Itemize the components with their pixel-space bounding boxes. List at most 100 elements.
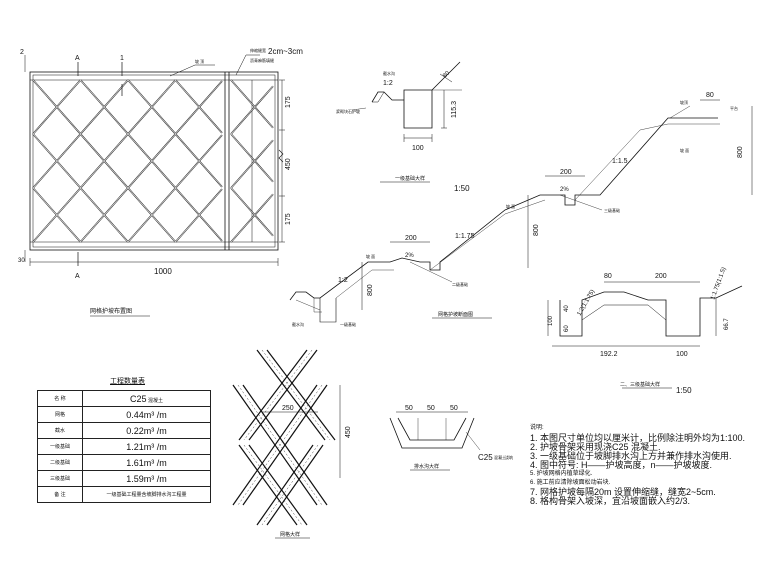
drain-label: C25 [478, 453, 493, 462]
table-cell-suffix: 混凝土 [146, 397, 163, 404]
base23-detail [547, 281, 743, 389]
lattice-beam [175, 79, 223, 134]
lattice-beam [230, 79, 274, 128]
table-cell-value-text: 1.59m³ /m [126, 473, 167, 484]
table-cell-value: C25 混凝土 [82, 390, 211, 407]
drain-label-sub2: 浇筑 [505, 454, 513, 460]
table-row: 三级基础 1.59m³ /m [37, 470, 211, 487]
detail1-label-slope: 浆砌块石护坡 [336, 108, 360, 114]
plan-dim-2: 2 [20, 49, 24, 56]
d23-dim-66: 66.7 [724, 318, 730, 330]
table-row: 二级基础 1.61m³ /m [37, 454, 211, 471]
quantity-table-title: 工程数量表 [110, 378, 145, 385]
section-pct1: 2% [405, 253, 414, 259]
table-cell-key: 名 称 [37, 390, 83, 407]
section-label-base3: 三级基础 [604, 207, 620, 213]
detail1-scale: 1:50 [454, 184, 470, 193]
drain-label-sub: 混凝土 [494, 454, 506, 460]
table-cell-value-text: 0.22m³ /m [126, 425, 167, 436]
table-cell-value: 0.44m³ /m [82, 406, 211, 423]
lattice-beam [80, 80, 223, 243]
table-row: 网格 0.44m³ /m [37, 406, 211, 423]
note-item: 6. 施工前应清除坡面松动岩块. [530, 480, 611, 486]
table-row: 截水 0.22m³ /m [37, 422, 211, 439]
note-item: 2. 护坡骨架采用现浇C25 混凝土. [530, 442, 661, 452]
plan-mark-1: 1 [120, 55, 124, 62]
plan-callout-gap: 2cm~3cm [268, 47, 303, 56]
grid-beam [248, 349, 318, 441]
section-berm2: 200 [560, 169, 572, 176]
grid-beam [266, 349, 336, 441]
section-label-platform: 平台 [730, 105, 738, 111]
table-cell-key: 截水 [37, 422, 83, 439]
lattice-beam [127, 79, 223, 188]
plan-callout-gap-sub: 沥青麻筋填缝 [250, 57, 274, 63]
plan-view [24, 54, 285, 317]
d23-dim-40: 40 [564, 305, 570, 312]
grid-centerline [237, 384, 323, 506]
table-cell-key: 二级基础 [37, 454, 83, 471]
plan-mark-a-bottom: A [75, 273, 80, 280]
grid-centerline [261, 349, 331, 441]
notes-block: 说明: 1. 本图尺寸单位均以厘米计，比例除注明外均为1:100.2. 护坡骨架… [530, 422, 745, 506]
note-item: 4. 图中符号: H——护坡高度，n——护坡坡度. [530, 460, 713, 470]
lattice-beam [230, 86, 274, 135]
table-cell-value: 1.61m³ /m [82, 454, 211, 471]
drain-dim-50a: 50 [405, 405, 413, 412]
d23-ratio-left: 1:2(1:1.75) [577, 289, 597, 317]
grid-beam [242, 384, 328, 506]
d23-dim-100b: 100 [676, 351, 688, 358]
plan-dim-h3: 175 [285, 213, 292, 225]
table-cell-value-text: C25 [130, 393, 147, 404]
table-cell-value: 0.22m³ /m [82, 422, 211, 439]
section-label-ditch: 截水沟 [292, 321, 304, 327]
detail1-dim-side: 115.3 [451, 101, 458, 118]
plan-dim-width: 1000 [154, 267, 172, 276]
section-label-base1: 一级基础 [340, 321, 356, 327]
grid-centerline [261, 444, 319, 526]
table-cell-value-text: 1.61m³ /m [126, 457, 167, 468]
grid-beam [238, 444, 298, 526]
table-cell-value: 一级基础工程量含坡脚排水沟工程量 [82, 486, 211, 503]
section-ratio2: 1:1.75 [455, 233, 475, 240]
drain-dim-50b: 50 [427, 405, 435, 412]
grid-beam [248, 444, 308, 526]
lattice-beam [230, 133, 274, 182]
note-item: 8. 格构骨架入坡深，宜沿坡面嵌入约2/3. [530, 496, 691, 506]
table-cell-value: 1.21m³ /m [82, 438, 211, 455]
note-item: 1. 本图尺寸单位均以厘米计，比例除注明外均为1:100. [530, 433, 746, 443]
section-ratio1: 1:2 [338, 277, 348, 284]
lattice-beam [32, 79, 129, 189]
section-label-slope: 坡 面 [680, 147, 689, 153]
d23-scale: 1:50 [676, 386, 692, 395]
table-cell-value-text: 0.44m³ /m [126, 409, 167, 420]
section-label-base2: 二级基础 [452, 281, 468, 287]
note-item: 7. 网格护坡每隔20m 设置伸缩缝，缝宽2~5cm. [530, 487, 716, 497]
detail1-title: 一级基础大样 [395, 175, 425, 182]
table-cell-key: 备 注 [37, 486, 83, 503]
table-cell-key: 网格 [37, 406, 83, 423]
section-title: 网格护坡断面图 [438, 311, 473, 318]
notes-title: 说明: [530, 425, 544, 431]
section-h2: 800 [533, 224, 540, 236]
d23-title: 二、三级基础大样 [620, 381, 660, 388]
grid-beam [256, 444, 314, 526]
grid-beam [266, 444, 324, 526]
d23-dim-192: 192.2 [600, 351, 618, 358]
section-ratio3: 1:1.5 [612, 158, 628, 165]
section-label-slope-mid: 坡 面 [506, 203, 515, 209]
detail1-ratio: 1:2 [383, 80, 393, 87]
table-cell-key: 三级基础 [37, 470, 83, 487]
grid-centerline [243, 349, 313, 441]
lattice-beam [230, 194, 274, 243]
table-row: 备 注 一级基础工程量含坡脚排水沟工程量 [37, 486, 211, 503]
drain-title: 排水沟大样 [414, 463, 439, 470]
d23-ratio-right: 1:1.75(1:1.5) [710, 267, 727, 301]
table-cell-value-text: 一级基础工程量含坡脚排水沟工程量 [106, 492, 187, 498]
plan-callout-slope: 坡 顶 [195, 58, 204, 64]
section-h3: 800 [737, 146, 744, 158]
d23-dim-200: 200 [655, 273, 667, 280]
